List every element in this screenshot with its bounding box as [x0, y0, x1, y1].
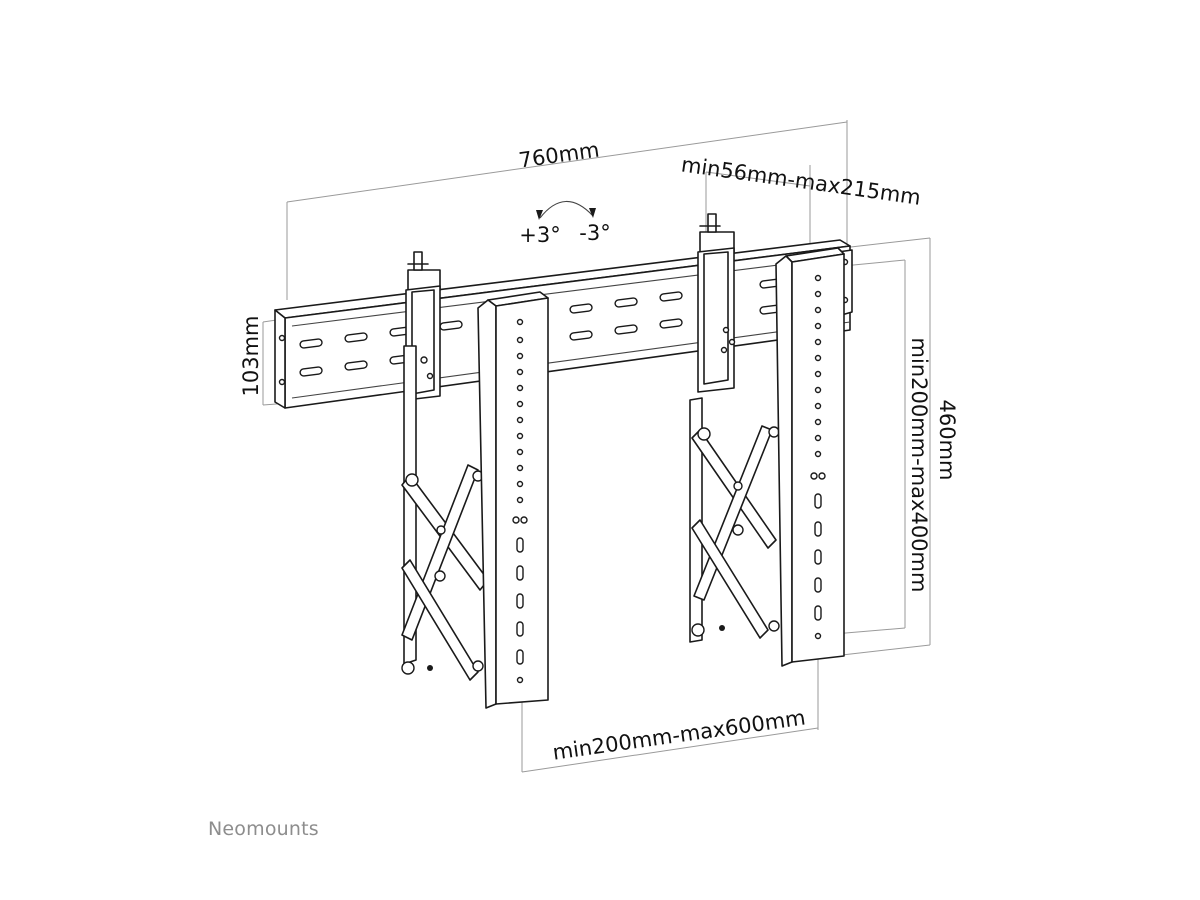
tilt-plus-label: +3° [519, 223, 560, 247]
height-103-label: 103mm [239, 316, 263, 397]
right-vertical-plate [775, 247, 845, 667]
right-arm-assembly [689, 213, 780, 643]
dimension-lines [262, 120, 931, 773]
spacing-range-label: min56mm-max215mm [680, 152, 923, 209]
left-vertical-plate [477, 291, 549, 709]
tilt-minus-label: -3° [579, 221, 610, 245]
brand-logo-text: Neomounts [208, 818, 319, 840]
dimension-labels: 760mm min56mm-max215mm +3° -3° 103mm 460… [239, 138, 959, 765]
left-arm-assembly [401, 251, 489, 681]
height-460-label: 460mm [935, 400, 959, 481]
vertical-range-label: min200mm-max400mm [907, 338, 931, 593]
wall-rail [274, 239, 853, 409]
width-760-label: 760mm [517, 138, 601, 173]
